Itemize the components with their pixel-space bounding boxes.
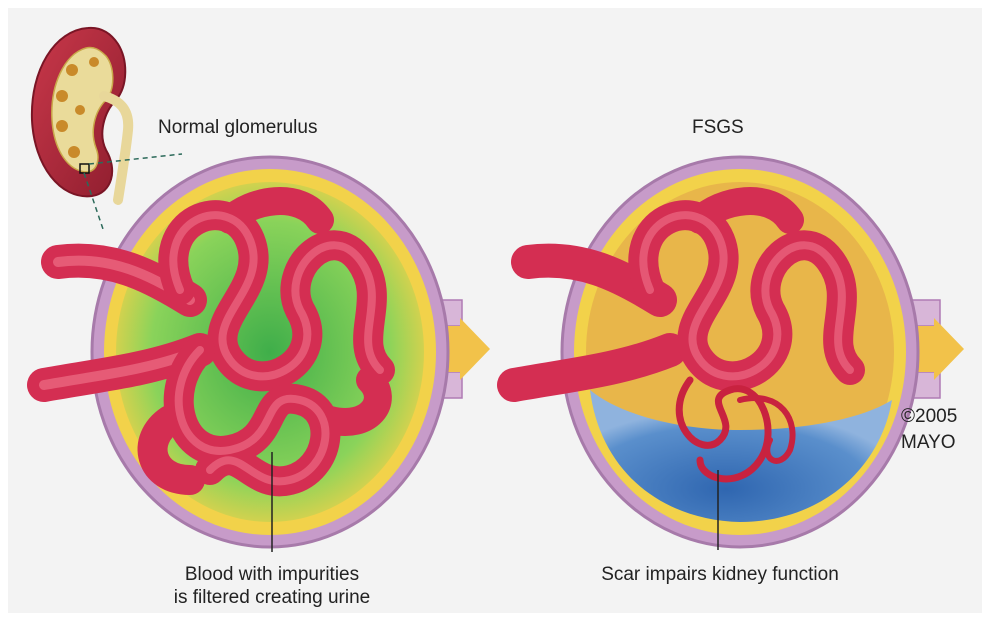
copyright-owner: MAYO — [901, 431, 956, 454]
normal-glomerulus-title: Normal glomerulus — [158, 116, 317, 139]
fsgs-caption: Scar impairs kidney function — [570, 563, 870, 586]
fsgs-glomerulus — [514, 157, 964, 550]
copyright-year: ©2005 — [901, 405, 957, 428]
normal-glomerulus — [44, 157, 490, 552]
normal-caption-line2: is filtered creating urine — [122, 586, 422, 609]
normal-caption-line1: Blood with impurities — [122, 563, 422, 586]
fsgs-title: FSGS — [692, 116, 744, 139]
